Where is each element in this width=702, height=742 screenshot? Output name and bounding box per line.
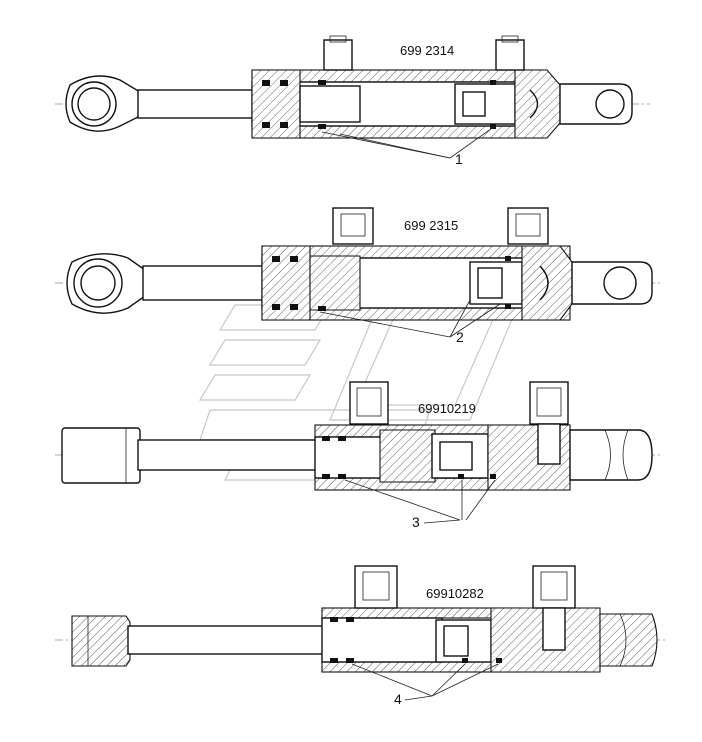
port-3a: [349, 381, 389, 425]
callout-3: 3: [412, 514, 420, 530]
rod-eye-1: [65, 75, 141, 132]
clevis-2: [571, 261, 653, 305]
rod-eye-2: [66, 253, 146, 314]
clevis-3: [569, 429, 653, 481]
cylinder-2: 699 2315 2: [55, 207, 660, 345]
port-2b: [507, 207, 549, 245]
part-number-label-3: 69910219: [418, 401, 476, 416]
part-number-label-4: 69910282: [426, 586, 484, 601]
callout-1: 1: [455, 151, 463, 167]
callout-4: 4: [394, 691, 402, 707]
port-1b: [495, 39, 525, 71]
cylinder-1: 699 2314 1: [55, 35, 650, 167]
end-cap-2: [521, 245, 573, 321]
port-4a: [354, 565, 398, 609]
callout-2: 2: [456, 329, 464, 345]
rod-end-4: [71, 615, 131, 667]
port-2a: [332, 207, 374, 245]
part-number-label-1: 699 2314: [400, 43, 454, 58]
port-4b: [532, 565, 576, 609]
part-number-label-2: 699 2315: [404, 218, 458, 233]
cylinder-3: 69910219 3: [55, 381, 660, 530]
clevis-4: [599, 613, 658, 667]
port-1a: [323, 39, 353, 71]
rod-end-3: [61, 427, 141, 484]
cylinder-4: 69910282 4: [55, 565, 665, 707]
